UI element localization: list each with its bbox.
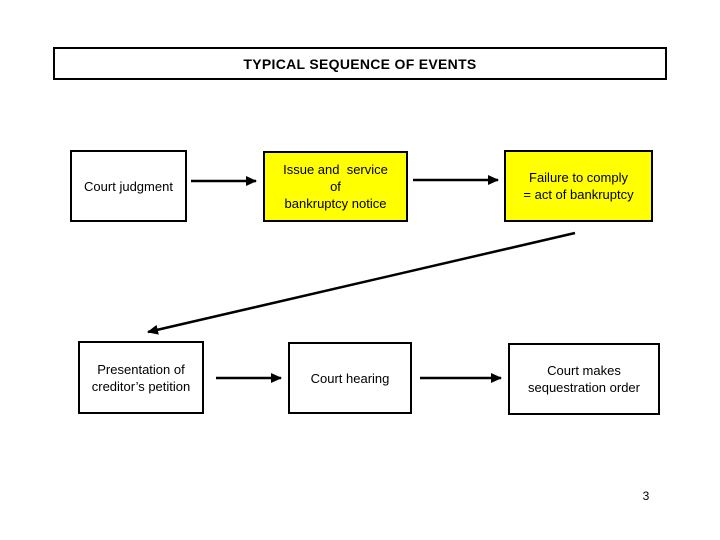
node-creditors-petition-label: Presentation of creditor’s petition <box>91 361 191 394</box>
node-sequestration-order: Court makes sequestration order <box>508 343 660 415</box>
node-court-judgment-label: Court judgment <box>84 178 173 194</box>
node-court-hearing: Court hearing <box>288 342 412 414</box>
page-number: 3 <box>642 489 650 503</box>
node-failure-comply: Failure to comply = act of bankruptcy <box>504 150 653 222</box>
node-court-hearing-label: Court hearing <box>310 370 390 386</box>
slide-title-box: TYPICAL SEQUENCE OF EVENTS <box>53 47 667 80</box>
node-failure-comply-label: Failure to comply = act of bankruptcy <box>523 170 634 202</box>
node-issue-service-label: Issue and service of bankruptcy notice <box>283 162 388 211</box>
node-court-judgment: Court judgment <box>70 150 187 222</box>
node-issue-service: Issue and service of bankruptcy notice <box>263 151 408 222</box>
slide-title: TYPICAL SEQUENCE OF EVENTS <box>243 55 477 72</box>
arrow-failure-comply-to-creditors-petition <box>147 231 576 335</box>
node-creditors-petition: Presentation of creditor’s petition <box>78 341 204 414</box>
node-sequestration-order-label: Court makes sequestration order <box>527 363 640 395</box>
